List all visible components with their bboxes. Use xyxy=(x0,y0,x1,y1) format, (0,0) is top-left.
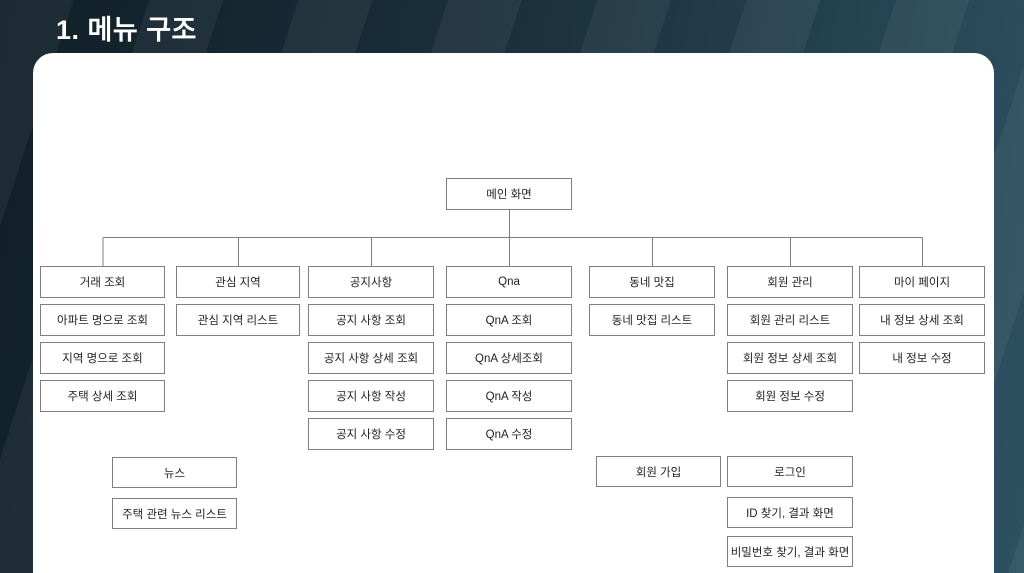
diagram-box: 공지 사항 상세 조회 xyxy=(308,342,434,374)
diagram-box: ID 찾기, 결과 화면 xyxy=(727,497,853,528)
diagram-box: 로그인 xyxy=(727,456,853,487)
diagram-box: 내 정보 상세 조회 xyxy=(859,304,985,336)
diagram-box: 공지 사항 작성 xyxy=(308,380,434,412)
diagram-box: QnA 상세조회 xyxy=(446,342,572,374)
diagram-box: 지역 명으로 조회 xyxy=(40,342,165,374)
diagram-box: 회원 정보 수정 xyxy=(727,380,853,412)
diagram-box: 내 정보 수정 xyxy=(859,342,985,374)
diagram-root-box: 메인 화면 xyxy=(446,178,572,210)
diagram-box: 뉴스 xyxy=(112,457,237,488)
diagram-box: 공지 사항 조회 xyxy=(308,304,434,336)
diagram-box: 관심 지역 xyxy=(176,266,300,298)
diagram-box: Qna xyxy=(446,266,572,298)
diagram-box: 동네 맛집 xyxy=(589,266,715,298)
diagram-box: 주택 상세 조회 xyxy=(40,380,165,412)
diagram-box: 마이 페이지 xyxy=(859,266,985,298)
diagram-box: 동네 맛집 리스트 xyxy=(589,304,715,336)
diagram-box: 주택 관련 뉴스 리스트 xyxy=(112,498,237,529)
diagram-box: 회원 관리 리스트 xyxy=(727,304,853,336)
diagram-box: 회원 가입 xyxy=(596,456,721,487)
diagram-box: QnA 작성 xyxy=(446,380,572,412)
diagram-box: 회원 정보 상세 조회 xyxy=(727,342,853,374)
diagram-box: QnA 조회 xyxy=(446,304,572,336)
diagram-box: 비밀번호 찾기, 결과 화면 xyxy=(727,536,853,567)
diagram-box: 아파트 명으로 조회 xyxy=(40,304,165,336)
diagram-box: 거래 조회 xyxy=(40,266,165,298)
diagram-box: QnA 수정 xyxy=(446,418,572,450)
diagram-box: 관심 지역 리스트 xyxy=(176,304,300,336)
slide-title: 1. 메뉴 구조 xyxy=(56,15,197,45)
diagram-box: 공지사항 xyxy=(308,266,434,298)
diagram-box: 공지 사항 수정 xyxy=(308,418,434,450)
diagram-box: 회원 관리 xyxy=(727,266,853,298)
